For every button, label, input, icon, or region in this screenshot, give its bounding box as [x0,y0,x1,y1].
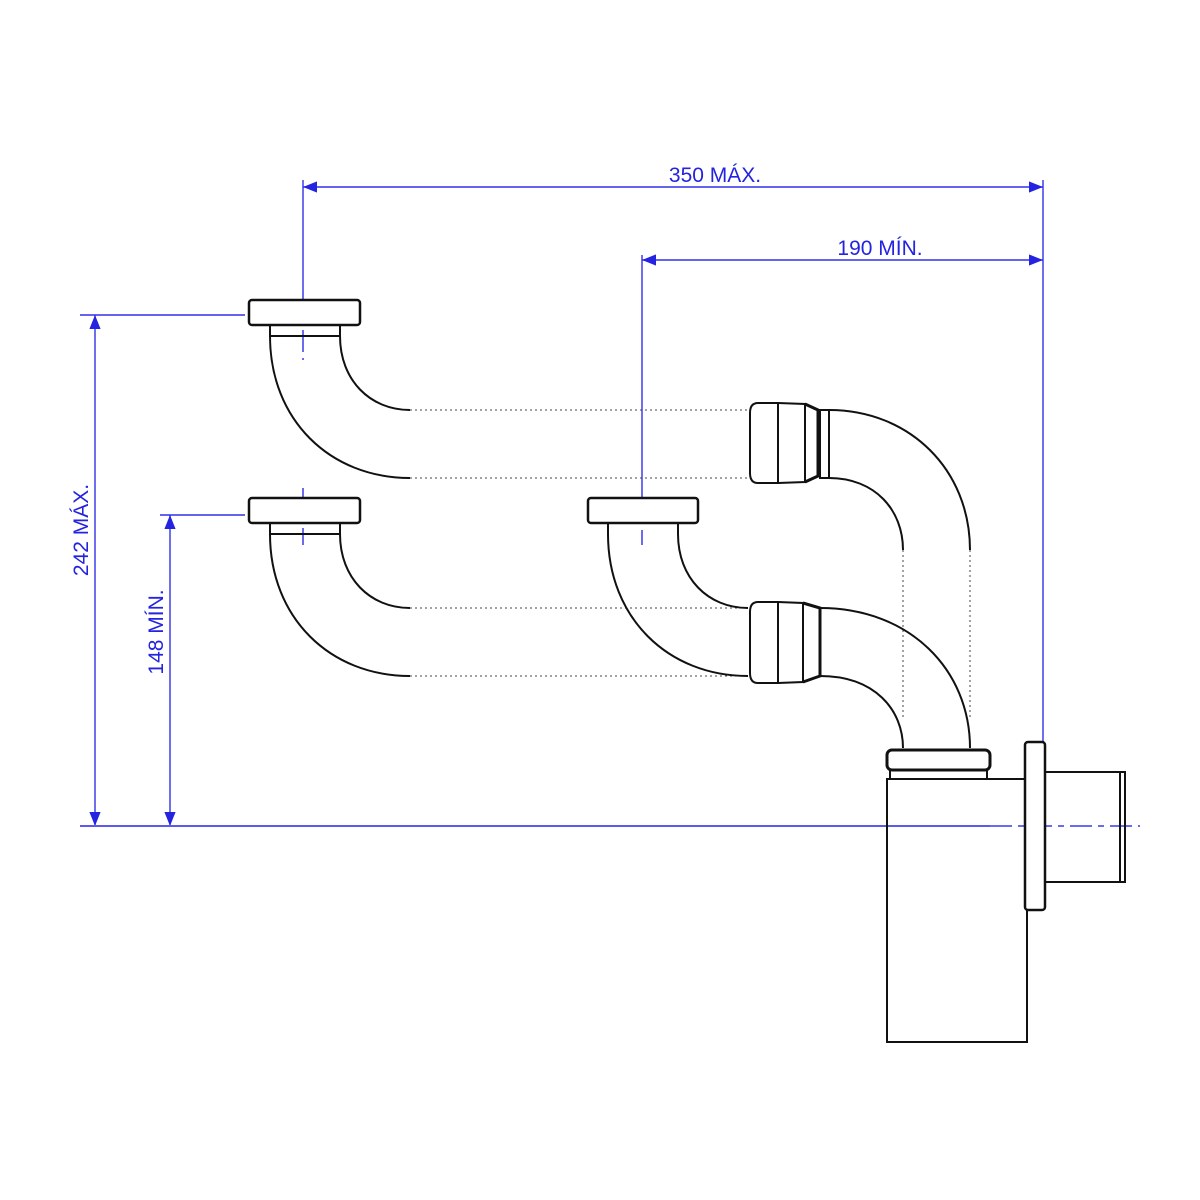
dimension-350-max [302,180,1044,742]
elbow-upper-left [247,298,748,479]
dimension-148-min [160,514,245,826]
label-148-min: 148 MÍN. [145,589,168,674]
label-350-max: 350 MÁX. [669,164,761,187]
upper-nut-bend [749,402,971,720]
label-190-min: 190 MÍN. [837,237,922,260]
bottle-trap [885,740,1126,1043]
lower-nut-bend [749,601,971,749]
label-242-max: 242 MÁX. [70,484,93,576]
elbow-lower-left [247,496,748,677]
dimension-242-max [80,314,245,826]
dimension-190-min [641,254,1043,490]
elbow-middle [586,496,749,677]
